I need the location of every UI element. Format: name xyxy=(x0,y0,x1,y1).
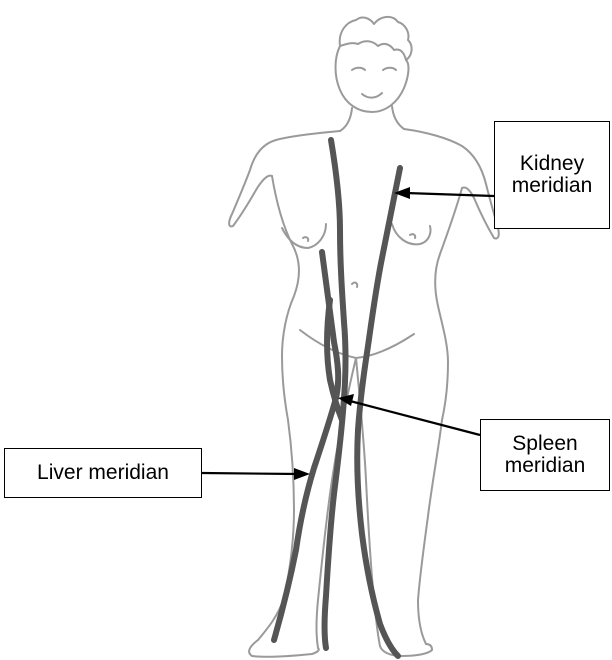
neck-left xyxy=(340,108,352,131)
pointer-arrows xyxy=(202,187,494,480)
right-eye xyxy=(383,68,396,70)
face-outline xyxy=(336,46,409,112)
torso-right xyxy=(435,188,462,420)
right-leg-outer xyxy=(418,420,442,644)
left-foot xyxy=(249,640,319,657)
liver-meridian-label: Liver meridian xyxy=(4,448,202,498)
spleen-arrow-line xyxy=(350,401,480,435)
left-leg-outer xyxy=(258,420,294,640)
kidney-arrow-line xyxy=(406,193,494,196)
neck-right xyxy=(392,106,404,129)
liver-label-text: Liver meridian xyxy=(37,462,169,484)
right-nipple xyxy=(410,234,415,238)
meridian-lines xyxy=(274,140,400,656)
spleen-label-line2: meridian xyxy=(505,455,586,477)
left-nipple xyxy=(303,237,308,241)
left-shoulder-arm xyxy=(229,131,340,226)
liver-arrowhead xyxy=(294,468,310,480)
kidney-meridian-label: Kidney meridian xyxy=(494,121,610,229)
kidney-label-line1: Kidney xyxy=(520,153,584,175)
torso-left xyxy=(272,176,299,420)
spleen-meridian-label: Spleen meridian xyxy=(480,419,610,491)
navel xyxy=(352,283,357,287)
mouth xyxy=(362,93,382,98)
hair-outline xyxy=(340,17,412,60)
groin-line xyxy=(300,330,414,358)
liver-arrow-line xyxy=(202,473,298,474)
spleen-label-line1: Spleen xyxy=(512,433,577,455)
kidney-label-line2: meridian xyxy=(512,175,593,197)
left-eye xyxy=(352,68,365,70)
